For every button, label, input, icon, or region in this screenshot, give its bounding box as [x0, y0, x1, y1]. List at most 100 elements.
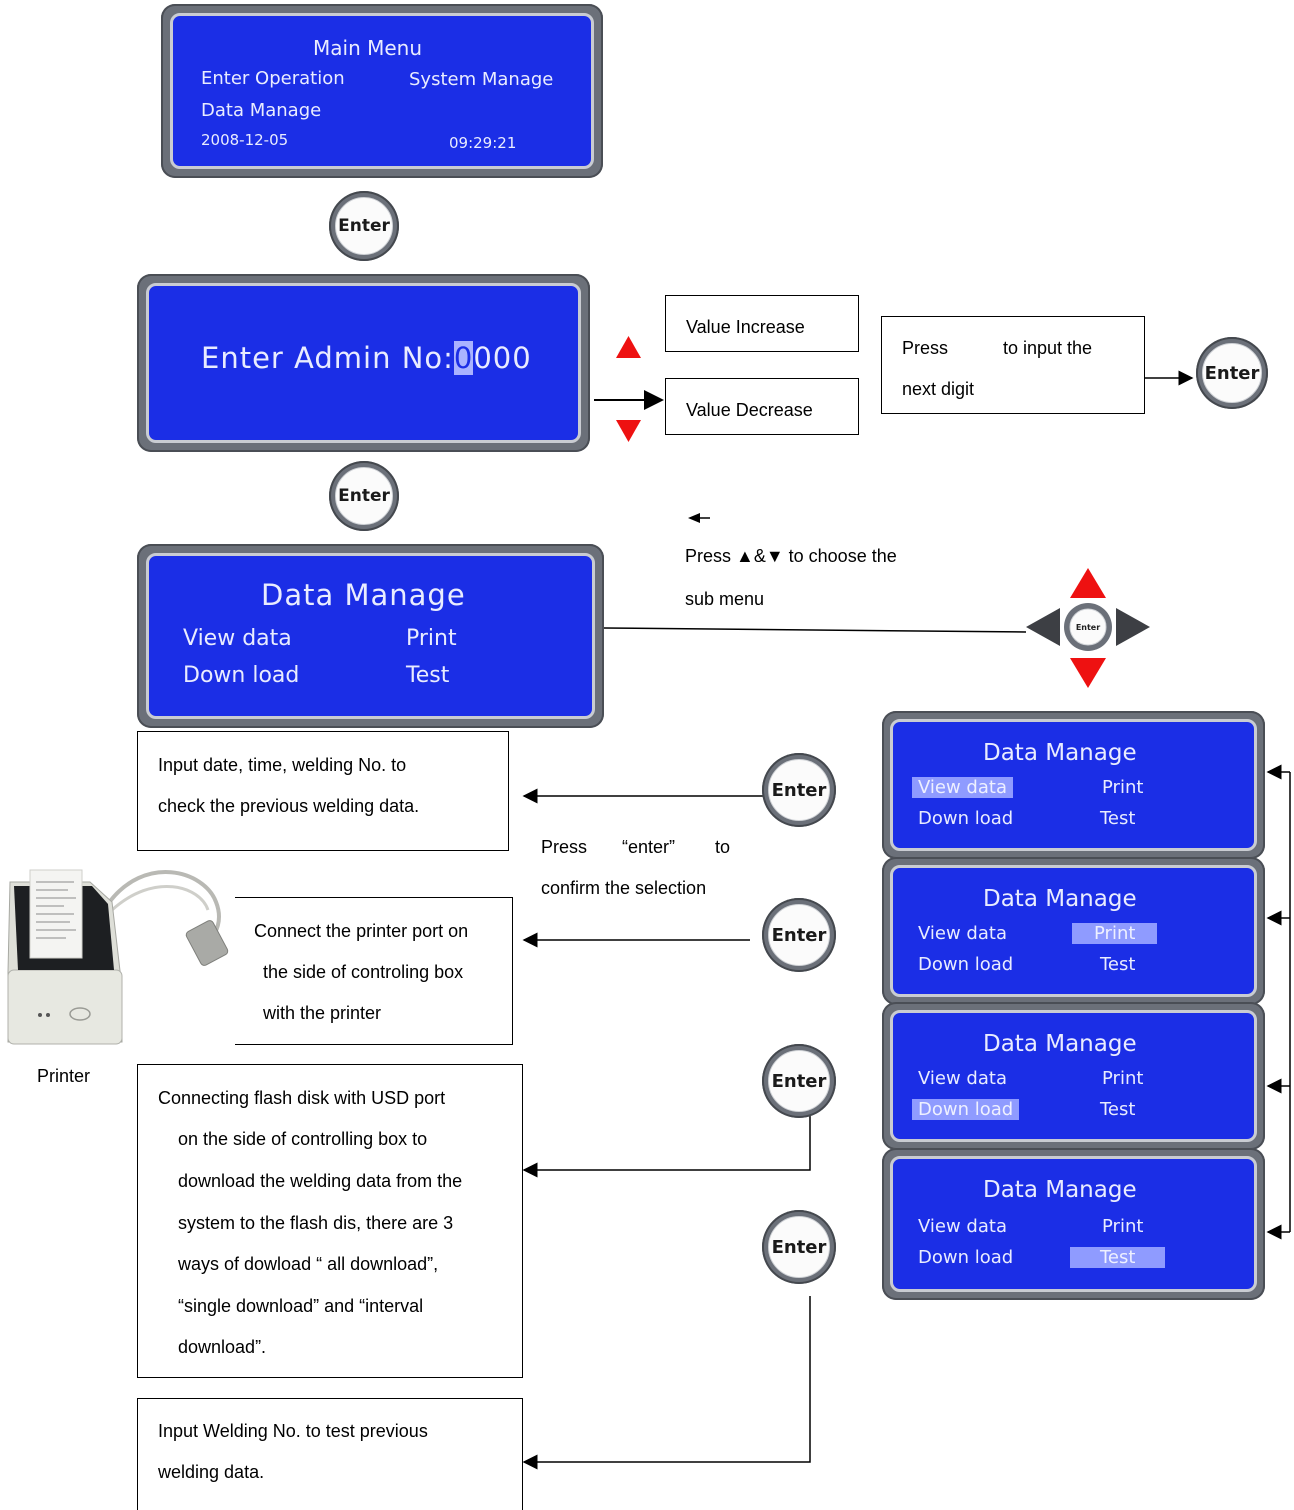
enter-label: Enter: [1204, 362, 1260, 384]
enter-label: Enter: [771, 1070, 827, 1092]
line-to-nav-pad: [603, 627, 1027, 633]
download-line6: “single download” and “interval: [178, 1296, 424, 1316]
menu-item-test[interactable]: Test: [1070, 1247, 1166, 1268]
menu-item-view-data[interactable]: View data: [918, 923, 1007, 944]
admin-number-prompt: Enter Admin No:0000: [201, 341, 532, 375]
menu-item-print[interactable]: Print: [1072, 923, 1158, 944]
menu-item-test[interactable]: Test: [1100, 954, 1136, 975]
admin-digits: 000: [473, 341, 532, 375]
next-digit-text: next digit: [902, 379, 975, 399]
navigation-pad[interactable]: Enter: [1024, 566, 1152, 690]
download-line3: download the welding data from the: [178, 1171, 463, 1191]
menu-item-print[interactable]: Print: [1102, 777, 1144, 798]
menu-item-test[interactable]: Test: [1100, 808, 1136, 829]
date-readout: 2008-12-05: [201, 131, 289, 149]
menu-item-down-load[interactable]: Down load: [918, 1247, 1014, 1268]
screen-down-load-selected: Data Manage View data Print Down load Te…: [882, 1002, 1265, 1150]
main-menu-title: Main Menu: [313, 36, 423, 60]
download-line7: download”.: [178, 1337, 267, 1357]
time-readout: 09:29:21: [449, 134, 517, 152]
nav-up-icon: [1070, 568, 1106, 598]
printer-image: [7, 869, 229, 1045]
enter-label: Enter: [771, 1236, 827, 1258]
screen-title: Data Manage: [983, 886, 1137, 912]
menu-item-print[interactable]: Print: [406, 626, 457, 651]
menu-item-system-manage[interactable]: System Manage: [409, 69, 554, 90]
next-digit-box: Press to input the next digit: [881, 316, 1145, 414]
test-line2: welding data.: [158, 1462, 265, 1482]
admin-cursor-digit[interactable]: 0: [453, 341, 474, 375]
menu-item-view-data[interactable]: View data: [918, 1068, 1007, 1089]
printer-label: Printer: [37, 1066, 91, 1086]
view-data-box: Input date, time, welding No. to check t…: [137, 731, 509, 851]
main-menu-screen: Main Menu Enter Operation System Manage …: [161, 4, 603, 178]
menu-item-print[interactable]: Print: [1102, 1216, 1144, 1237]
download-line5: ways of dowload “ all download”,: [178, 1254, 439, 1274]
enter-label: Enter: [338, 486, 390, 506]
admin-prefix: Enter Admin No:: [201, 341, 454, 375]
data-manage-title: Data Manage: [261, 578, 466, 612]
screen-title: Data Manage: [983, 740, 1137, 766]
print-line3: with the printer: [263, 1003, 382, 1023]
nav-left-icon: [1026, 608, 1060, 646]
download-line1: Connecting flash disk with USD port: [158, 1088, 446, 1108]
enter-label: Enter: [771, 779, 827, 801]
menu-item-test[interactable]: Test: [406, 663, 450, 688]
enter-button-print[interactable]: Enter: [762, 898, 836, 972]
enter-button[interactable]: Enter: [329, 461, 399, 531]
enter-button-test[interactable]: Enter: [762, 1210, 836, 1284]
menu-item-view-data[interactable]: View data: [183, 626, 292, 651]
menu-item-down-load[interactable]: Down load: [912, 1099, 1020, 1120]
print-line2: the side of controling box: [263, 962, 464, 982]
view-data-line1: Input date, time, welding No. to: [158, 755, 407, 775]
nav-right-icon: [1116, 608, 1150, 646]
screen-title: Data Manage: [983, 1177, 1137, 1203]
data-manage-screen: Data Manage View data Print Down load Te…: [137, 544, 604, 728]
enter-button-right[interactable]: Enter: [1196, 337, 1268, 409]
enter-button-download[interactable]: Enter: [762, 1044, 836, 1118]
screen-title: Data Manage: [983, 1031, 1137, 1057]
confirm-note-to: to: [715, 837, 731, 857]
value-decrease-label: Value Decrease: [686, 400, 813, 420]
value-increase-label: Value Increase: [686, 317, 805, 337]
enter-label: Enter: [338, 216, 390, 236]
enter-button[interactable]: Enter: [329, 191, 399, 261]
press-text: Press: [902, 338, 949, 358]
menu-item-test[interactable]: Test: [1100, 1099, 1136, 1120]
confirm-note-press: Press: [541, 837, 588, 857]
download-line2: on the side of controlling box to: [178, 1129, 428, 1149]
value-decrease-box: Value Decrease: [665, 378, 859, 435]
download-box: Connecting flash disk with USD port on t…: [137, 1064, 523, 1378]
print-box: Connect the printer port on the side of …: [235, 897, 513, 1045]
menu-item-enter-operation[interactable]: Enter Operation: [201, 68, 345, 89]
enter-label: Enter: [771, 924, 827, 946]
enter-button-view[interactable]: Enter: [762, 753, 836, 827]
menu-item-data-manage[interactable]: Data Manage: [201, 100, 322, 121]
screen-test-selected: Data Manage View data Print Down load Te…: [882, 1148, 1265, 1300]
nav-enter-label: Enter: [1076, 623, 1100, 632]
confirm-note-line2: confirm the selection: [541, 878, 707, 898]
input-next-text: to input the: [1003, 338, 1093, 358]
download-line4: system to the flash dis, there are 3: [178, 1213, 454, 1233]
admin-number-screen: Enter Admin No:0000: [137, 274, 590, 452]
up-arrow-icon: [616, 336, 641, 358]
screen-view-data-selected: Data Manage View data Print Down load Te…: [882, 711, 1265, 859]
arrow-to-test-box: [522, 1296, 811, 1470]
menu-item-print[interactable]: Print: [1102, 1068, 1144, 1089]
test-box: Input Welding No. to test previous weldi…: [137, 1398, 523, 1510]
choose-note-line2: sub menu: [685, 589, 765, 609]
menu-item-down-load[interactable]: Down load: [918, 808, 1014, 829]
screen-print-selected: Data Manage View data Print Down load Te…: [882, 857, 1265, 1005]
choose-note-line1: Press ▲&▼ to choose the: [685, 546, 897, 566]
menu-item-view-data[interactable]: View data: [912, 777, 1013, 798]
menu-item-down-load[interactable]: Down load: [183, 663, 300, 688]
nav-down-icon: [1070, 658, 1106, 688]
down-arrow-icon: [616, 420, 641, 442]
menu-item-view-data[interactable]: View data: [918, 1216, 1007, 1237]
view-data-line2: check the previous welding data.: [158, 796, 420, 816]
menu-item-down-load[interactable]: Down load: [918, 954, 1014, 975]
value-increase-box: Value Increase: [665, 295, 859, 352]
arrow-to-download-box: [522, 1104, 811, 1178]
confirm-note-enter: “enter”: [622, 837, 676, 857]
small-left-arrowhead: [688, 513, 700, 523]
